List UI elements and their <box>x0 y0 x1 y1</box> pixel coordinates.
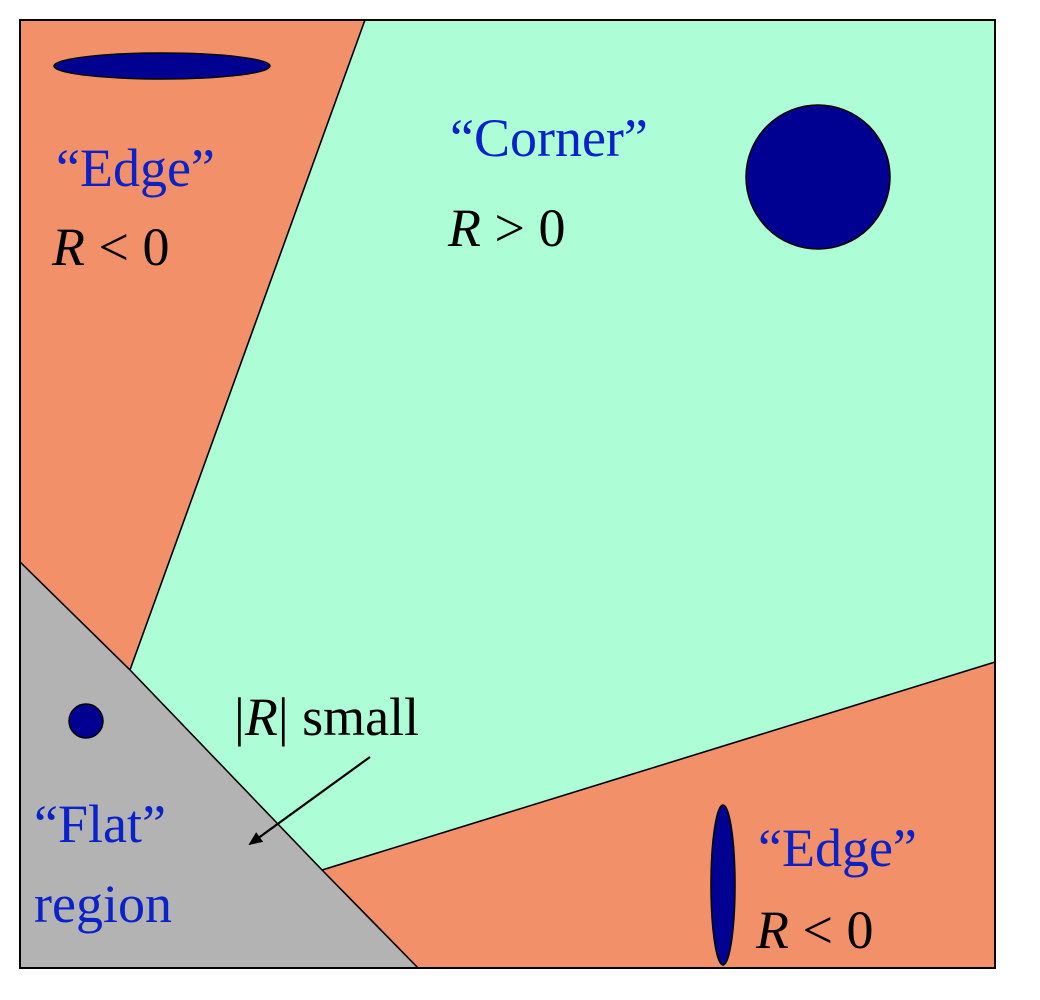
edge-top-condition: R < 0 <box>51 217 169 277</box>
small-R-label: |R| small <box>234 687 419 747</box>
corner-circle <box>745 104 891 250</box>
edge-top-label: “Edge” <box>56 138 215 198</box>
corner-label: “Corner” <box>450 108 648 168</box>
edge-bottom-label: “Edge” <box>758 818 917 878</box>
horizontal-edge-ellipse <box>53 52 271 80</box>
corner-condition: R > 0 <box>447 198 565 258</box>
flat-label: “Flat” <box>34 794 166 854</box>
flat-circle <box>68 703 104 739</box>
vertical-edge-ellipse <box>710 804 736 966</box>
edge-bottom-condition: R < 0 <box>755 900 873 960</box>
flat-region-label: region <box>34 874 172 934</box>
diagram-border <box>19 19 996 969</box>
small-R-arrow <box>248 756 371 846</box>
